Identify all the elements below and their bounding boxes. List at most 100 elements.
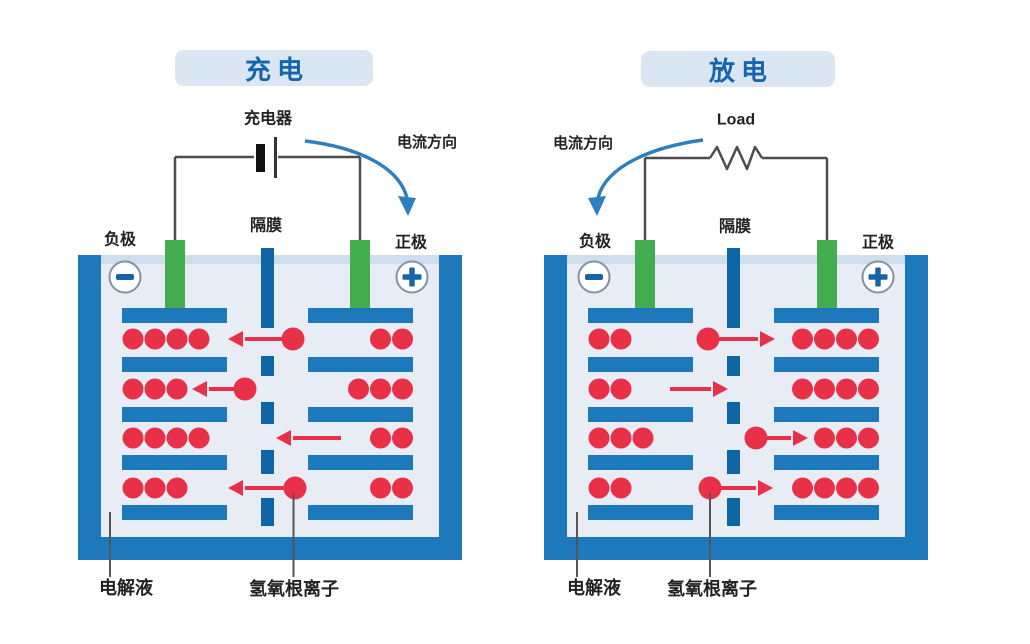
- charger-battery-thick-plate: [256, 144, 265, 172]
- discharge-electrolyte-label: 电解液: [567, 578, 621, 599]
- hydroxide-ion-dot: [392, 378, 413, 400]
- positive-electrode-plate: [774, 505, 879, 520]
- charge-current-direction-label: 电流方向: [396, 134, 458, 151]
- hydroxide-ion-dot: [836, 378, 857, 400]
- positive-terminal-post: [817, 240, 837, 308]
- hydroxide-ion-dot: [122, 378, 144, 400]
- ion-flow-arrowhead: [192, 381, 207, 397]
- charge-hydroxide-ion-label: 氢氧根离子: [249, 579, 339, 600]
- positive-electrode-plate: [774, 407, 879, 422]
- ion-flow-arrowhead: [713, 381, 728, 397]
- hydroxide-ion-dot: [836, 328, 857, 350]
- hydroxide-ion-dot: [814, 328, 835, 350]
- current-direction-arrow: [596, 138, 704, 199]
- minus-sign: [116, 274, 134, 280]
- positive-electrode-plate: [308, 308, 413, 323]
- hydroxide-ion-dot: [588, 378, 610, 400]
- negative-electrode-plate: [122, 455, 227, 470]
- separator-membrane-segment: [727, 450, 740, 474]
- migrating-hydroxide-ion-dot: [696, 327, 720, 351]
- negative-electrode-plate: [122, 357, 227, 372]
- hydroxide-ion-dot: [122, 328, 144, 350]
- positive-electrode-plate: [308, 505, 413, 520]
- charge-title: 充电: [244, 54, 309, 85]
- discharge-cell-graphics: [544, 138, 928, 577]
- migrating-hydroxide-ion-dot: [283, 476, 307, 500]
- separator-membrane-segment: [727, 248, 740, 328]
- tank-left-wall: [544, 255, 567, 537]
- hydroxide-ion-dot: [792, 378, 813, 400]
- hydroxide-ion-dot: [370, 477, 391, 499]
- load-label: Load: [716, 111, 756, 129]
- separator-membrane-segment: [261, 248, 274, 328]
- discharge-negative-electrode-label: 负极: [578, 233, 612, 251]
- minus-sign: [585, 274, 603, 280]
- hydroxide-ion-dot: [144, 378, 166, 400]
- hydroxide-ion-dot: [792, 477, 813, 499]
- hydroxide-ion-dot: [858, 477, 879, 499]
- hydroxide-ion-dot: [122, 477, 144, 499]
- ion-flow-arrowhead: [228, 480, 243, 496]
- hydroxide-ion-dot: [610, 477, 632, 499]
- hydroxide-ion-dot: [166, 477, 188, 499]
- negative-electrode-plate: [588, 357, 693, 372]
- hydroxide-ion-dot: [588, 328, 610, 350]
- ion-flow-arrowhead: [228, 331, 243, 347]
- discharge-title: 放电: [708, 55, 773, 86]
- hydroxide-ion-dot: [122, 427, 144, 449]
- tank-right-wall: [439, 255, 462, 537]
- positive-electrode-plate: [774, 455, 879, 470]
- discharge-separator-label: 隔膜: [718, 218, 752, 236]
- negative-electrode-plate: [588, 308, 693, 323]
- tank-right-wall: [905, 255, 928, 537]
- migrating-hydroxide-ion-dot: [698, 476, 722, 500]
- hydroxide-ion-dot: [858, 328, 879, 350]
- negative-electrode-plate: [122, 505, 227, 520]
- hydroxide-ion-dot: [610, 427, 632, 449]
- charge-cell-graphics: [78, 137, 462, 577]
- tank-bottom-wall: [544, 537, 928, 560]
- hydroxide-ion-dot: [188, 427, 210, 449]
- positive-electrode-plate: [774, 308, 879, 323]
- hydroxide-ion-dot: [588, 477, 610, 499]
- plus-sign-vertical: [409, 267, 415, 287]
- separator-membrane-segment: [261, 356, 274, 376]
- migrating-hydroxide-ion-dot: [233, 377, 257, 401]
- discharge-positive-electrode-label: 正极: [861, 234, 895, 252]
- negative-electrode-plate: [588, 407, 693, 422]
- negative-terminal-post: [165, 240, 185, 308]
- ion-flow-arrowhead: [760, 331, 775, 347]
- hydroxide-ion-dot: [610, 328, 632, 350]
- discharge-current-direction-label: 电流方向: [552, 135, 614, 152]
- charge-negative-electrode-label: 负极: [103, 231, 137, 249]
- migrating-hydroxide-ion-dot: [281, 327, 305, 351]
- current-direction-arrow: [304, 139, 409, 199]
- hydroxide-ion-dot: [814, 477, 835, 499]
- charge-title-badge: 充电: [175, 50, 373, 86]
- ion-flow-arrowhead: [276, 430, 291, 446]
- hydroxide-ion-dot: [370, 378, 391, 400]
- negative-electrode-plate: [122, 308, 227, 323]
- hydroxide-ion-dot: [370, 328, 391, 350]
- hydroxide-ion-dot: [392, 477, 413, 499]
- charger-label: 充电器: [243, 110, 293, 128]
- hydroxide-ion-dot: [632, 427, 654, 449]
- separator-membrane-segment: [261, 498, 274, 526]
- plus-sign-vertical: [875, 267, 881, 287]
- negative-terminal-post: [635, 240, 655, 308]
- hydroxide-ion-dot: [166, 378, 188, 400]
- discharge-title-badge: 放电: [641, 51, 835, 87]
- current-direction-arrowhead: [398, 196, 416, 216]
- tank-bottom-wall: [78, 537, 462, 560]
- hydroxide-ion-dot: [348, 378, 369, 400]
- hydroxide-ion-dot: [836, 427, 857, 449]
- positive-electrode-plate: [774, 357, 879, 372]
- hydroxide-ion-dot: [610, 378, 632, 400]
- negative-electrode-plate: [588, 505, 693, 520]
- charge-separator-label: 隔膜: [249, 217, 283, 235]
- hydroxide-ion-dot: [144, 427, 166, 449]
- separator-membrane-segment: [727, 356, 740, 376]
- negative-electrode-plate: [588, 455, 693, 470]
- hydroxide-ion-dot: [370, 427, 391, 449]
